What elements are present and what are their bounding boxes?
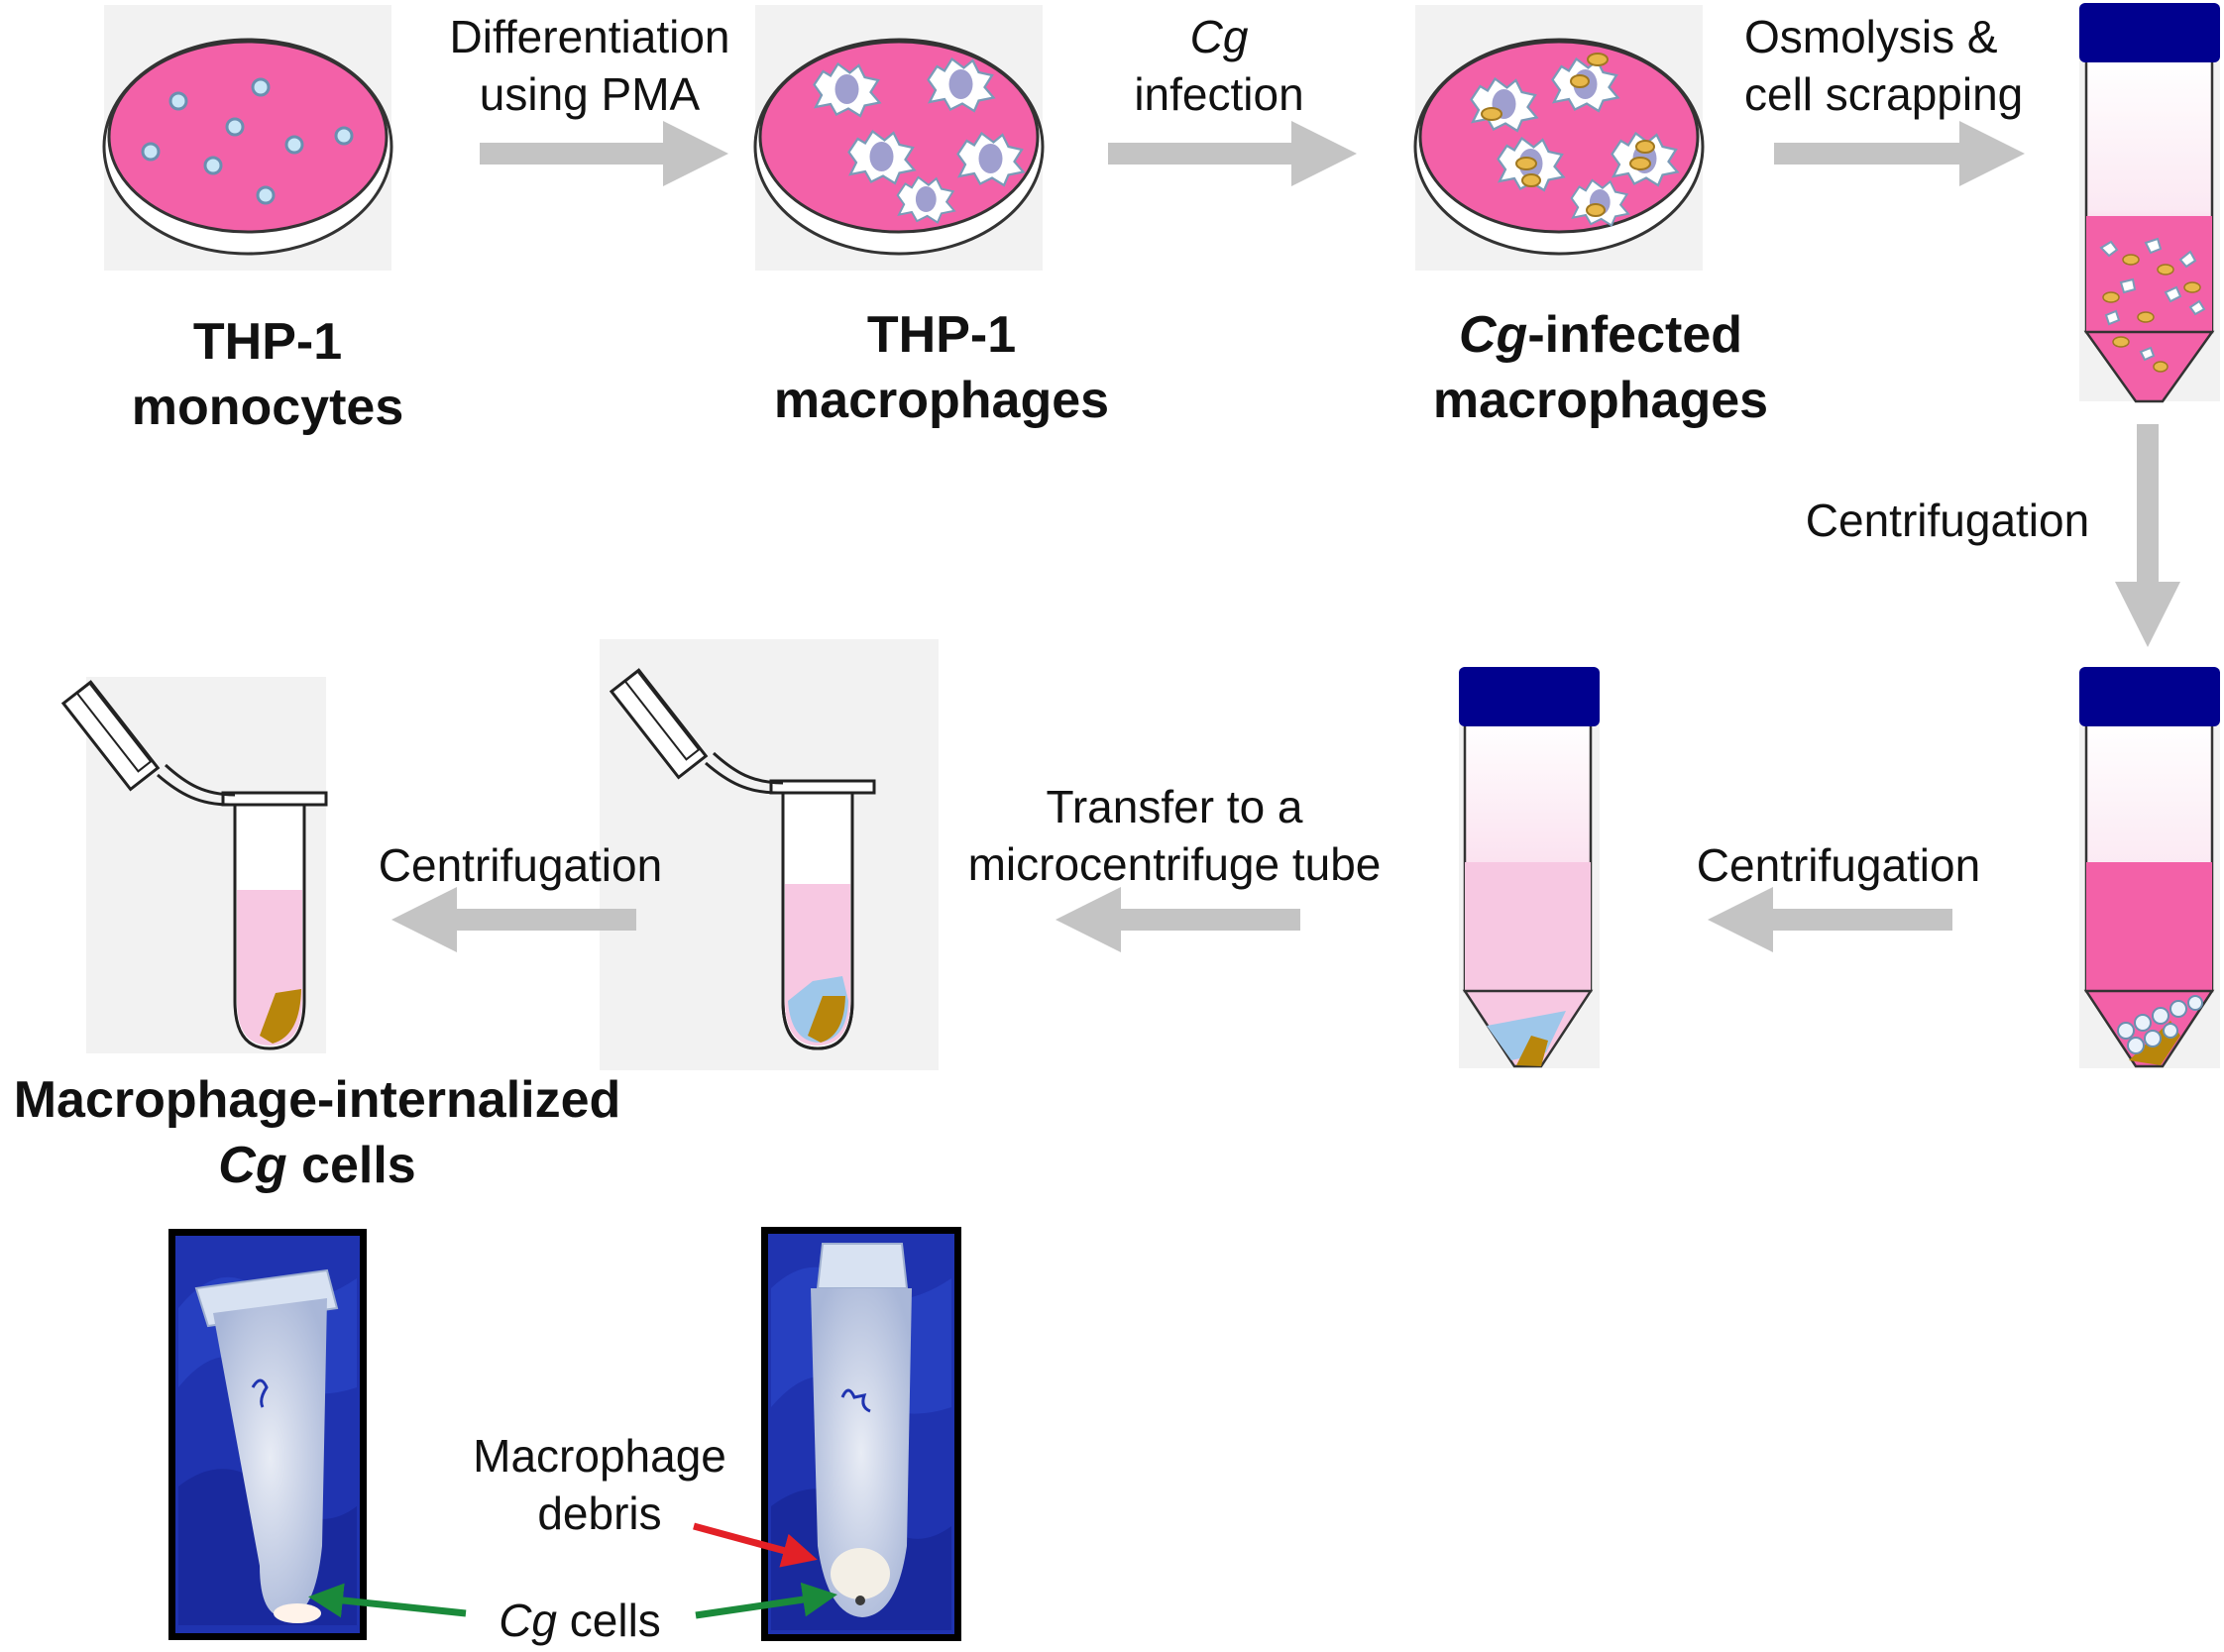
label-infected-macrophages: Cg-infected macrophages [1432,306,1769,429]
label-centrifugation-down: Centrifugation [1805,495,2090,546]
label-macrophage-debris: Macrophage debris [473,1430,726,1539]
photo-tube-right [761,1227,961,1641]
label-cg-cells-photo: Cg cells [499,1595,661,1646]
label-centrifugation-2: Centrifugation [1696,839,1981,891]
label-transfer: Transfer to a microcentrifuge tube [967,781,1382,890]
dish-macrophages [753,5,1045,271]
label-thp1-macrophages: THP-1 macrophages [773,306,1110,429]
dish-infected-macrophages [1413,5,1705,271]
lysate-fragments [2099,237,2206,362]
falcon-tube-pellet [2079,667,2220,1068]
photo-tube-left [168,1229,367,1640]
label-differentiation: Differentiation using PMA [449,11,730,120]
pelleted-macrophages [2117,995,2203,1054]
yeast-cells [1481,53,1655,217]
label-thp1-monocytes: THP-1 monocytes [131,313,404,436]
green-arrow-right [695,1582,837,1619]
monocyte-cells [141,77,354,205]
green-arrow-left [308,1583,467,1618]
label-internalized-cg-cells: Macrophage-internalized Cg cells [13,1071,621,1194]
microtube-before-spin [600,639,939,1070]
label-centrifugation-3: Centrifugation [378,839,663,891]
label-cg-infection: Cg infection [1134,11,1304,120]
label-osmolysis: Osmolysis & cell scrapping [1744,11,2024,120]
falcon-tube-lysate [2079,3,2220,403]
falcon-tube-debris [1459,667,1600,1068]
red-arrow-debris [693,1522,818,1568]
microtube-final [60,677,328,1053]
dish-monocytes [102,5,393,271]
